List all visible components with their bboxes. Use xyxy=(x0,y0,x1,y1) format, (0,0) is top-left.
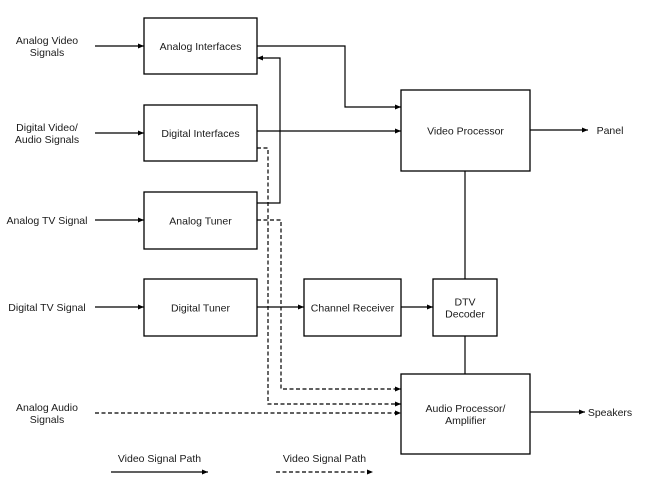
audio-processor-label-line: Amplifier xyxy=(445,415,486,427)
channel-receiver-label-line: Channel Receiver xyxy=(311,303,395,315)
video-processor-label-line: Video Processor xyxy=(427,126,504,138)
digital-interfaces-box xyxy=(143,104,258,162)
block-analog-interfaces: Analog Interfaces xyxy=(143,17,258,75)
input-in-digital-tv: Digital TV Signal xyxy=(8,302,85,314)
dtv-decoder-box xyxy=(432,278,498,337)
analog-interfaces-label-line: Analog Interfaces xyxy=(160,41,242,53)
connection-digital-interfaces-to-audio-processor xyxy=(257,147,401,407)
legend-label: Video Signal Path xyxy=(118,453,201,465)
block-video-processor: Video Processor xyxy=(400,89,531,172)
in-digital-video-label-line: Audio Signals xyxy=(15,134,79,146)
out-speakers-label-line: Speakers xyxy=(588,407,632,419)
digital-tuner-box xyxy=(143,278,258,337)
in-analog-tv-label-line: Analog TV Signal xyxy=(7,215,88,227)
audio-processor-box xyxy=(400,373,531,455)
input-in-digital-video: Digital Video/Audio Signals xyxy=(15,122,79,146)
analog-interfaces-box xyxy=(143,17,258,75)
block-digital-interfaces: Digital Interfaces xyxy=(143,104,258,162)
connections xyxy=(95,43,588,416)
block-channel-receiver: Channel Receiver xyxy=(303,278,402,337)
analog-tuner-box xyxy=(143,191,258,250)
channel-receiver-box xyxy=(303,278,402,337)
digital-interfaces-label-line: Digital Interfaces xyxy=(161,128,239,140)
in-analog-audio-label-line: Signals xyxy=(30,414,64,426)
analog-tuner-label-line: Analog Tuner xyxy=(169,216,232,228)
legend-item-dashed: Video Signal Path xyxy=(276,453,373,475)
legend: Video Signal Path Video Signal Path xyxy=(111,453,373,475)
block-analog-tuner: Analog Tuner xyxy=(143,191,258,250)
in-analog-video-label-line: Signals xyxy=(30,47,64,59)
block-digital-tuner: Digital Tuner xyxy=(143,278,258,337)
connection-analog-interfaces-to-video-processor xyxy=(257,45,401,110)
input-in-analog-tv: Analog TV Signal xyxy=(7,215,88,227)
in-analog-video-label-line: Analog Video xyxy=(16,35,78,47)
in-digital-tv-label-line: Digital TV Signal xyxy=(8,302,85,314)
in-analog-audio-label-line: Analog Audio xyxy=(16,402,78,414)
out-panel-label-line: Panel xyxy=(597,125,624,137)
video-processor-box xyxy=(400,89,531,172)
dtv-decoder-label-line: DTV xyxy=(455,297,476,309)
in-digital-video-label-line: Digital Video/ xyxy=(16,122,78,134)
output-out-speakers: Speakers xyxy=(588,407,632,419)
legend-label: Video Signal Path xyxy=(283,453,366,465)
legend-item-solid: Video Signal Path xyxy=(111,453,208,475)
digital-tuner-label-line: Digital Tuner xyxy=(171,303,230,315)
dtv-decoder-label-line: Decoder xyxy=(445,309,485,321)
audio-processor-label-line: Audio Processor/ xyxy=(426,403,506,415)
block-audio-processor: Audio Processor/Amplifier xyxy=(400,373,531,455)
output-out-panel: Panel xyxy=(597,125,624,137)
